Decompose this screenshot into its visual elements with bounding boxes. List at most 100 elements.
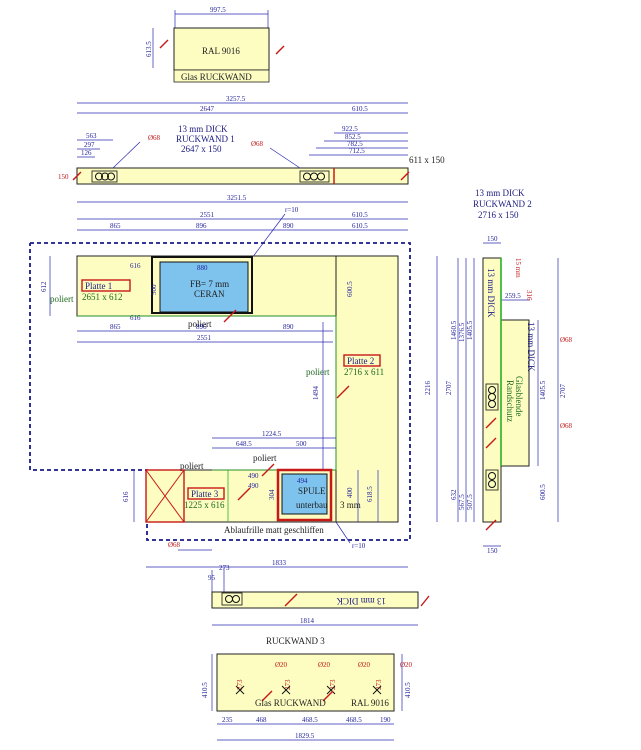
dim-text: 235 <box>222 716 233 724</box>
glass-top-label-glas: Glas RUCKWAND <box>181 72 252 82</box>
dim-text: 1460.5 <box>450 320 458 340</box>
dim-text: 507.5 <box>466 494 474 510</box>
dim-text: 618.5 <box>366 486 374 502</box>
plate-1-label: Platte 1 <box>85 281 112 291</box>
dim-text: 2707 <box>559 384 567 399</box>
sink-label: SPULE <box>298 486 326 496</box>
dim-text: 865 <box>110 323 121 331</box>
dim-text: 616 <box>130 314 141 322</box>
backsplash-2: 13 mm DICK RUCKWAND 2 2716 x 150 150 15 … <box>450 188 573 555</box>
dim-text: 1833 <box>272 559 287 567</box>
hole-label: Ø68 <box>560 336 573 344</box>
dim-text: 600.5 <box>346 281 354 297</box>
dim-text: 865 <box>110 222 121 230</box>
hole-label: Ø68 <box>168 541 181 549</box>
sink-sub-label: unterbau <box>296 500 328 510</box>
backsplash2-size: 2716 x 150 <box>478 210 519 220</box>
dim-text: 896 <box>196 323 207 331</box>
dim-text: 126 <box>81 149 92 157</box>
hole-label: Ø68 <box>148 134 161 142</box>
dim-text: 273 <box>236 679 244 690</box>
hole-label: Ø20 <box>358 661 371 669</box>
backsplash1-size: 2647 x 150 <box>181 144 222 154</box>
dim-text: 613.5 <box>145 41 153 57</box>
plate-3-label: Platte 3 <box>191 489 219 499</box>
main-plan: 3251.5 2551 610.5 865 896 890 610.5 r=10… <box>29 194 453 568</box>
dim-text: 1224.5 <box>262 430 282 438</box>
dim-text: 304 <box>268 489 276 500</box>
dim-text: 2216 <box>424 381 432 396</box>
dim-text: 922.5 <box>342 125 358 133</box>
backsplash2-thickness-label-2: 13 mm DICK <box>526 322 536 372</box>
hole-label: Ø20 <box>318 661 331 669</box>
dim-text: 468 <box>256 716 267 724</box>
dim-text: 890 <box>283 323 294 331</box>
radius-label: r=10 <box>285 206 299 214</box>
backsplash-1: 3257.5 2647 610.5 13 mm DICK RUCKWAND 1 … <box>58 95 445 185</box>
dim-text: 1829.5 <box>295 732 315 740</box>
hob-label: FB= 7 mm <box>190 279 229 289</box>
backsplash1-slab <box>76 167 409 185</box>
dim-text: 273 <box>219 564 230 572</box>
sink-thickness: 3 mm <box>340 500 361 510</box>
backsplash1-side-size: 611 x 150 <box>409 155 445 165</box>
backsplash2-thickness-label: 13 mm DICK <box>486 268 496 318</box>
backsplash1-title: 13 mm DICK <box>178 124 228 134</box>
poliert-label-3: poliert <box>306 367 330 377</box>
dim-text: 273 <box>284 679 292 690</box>
poliert-label-4: poliert <box>253 453 277 463</box>
dim-text: 600.5 <box>539 484 547 500</box>
hole-label: Ø20 <box>400 661 413 669</box>
glass-rear-slab <box>216 653 395 712</box>
dim-text: 567.5 <box>458 494 466 510</box>
glass-rear-label-ral: RAL 9016 <box>351 698 389 708</box>
backsplash-lower: Ø68 273 95 13 mm DICK 1814 <box>168 541 430 626</box>
dim-text: 410.5 <box>404 682 412 698</box>
dim-text: 468.5 <box>346 716 362 724</box>
dim-text: 468.5 <box>302 716 318 724</box>
glass-rear-title: RUCKWAND 3 <box>266 636 325 646</box>
dim-text: 648.5 <box>236 440 252 448</box>
dim-text: 1405.5 <box>466 320 474 340</box>
plate-2-label: Platte 2 <box>347 356 374 366</box>
glass-top-label-ral: RAL 9016 <box>202 46 240 56</box>
dim-text: 2707 <box>445 381 453 396</box>
plate-3-size: 1225 x 616 <box>184 500 225 510</box>
dim-text: 400 <box>346 487 354 498</box>
sink <box>281 473 328 515</box>
poliert-label-2: poliert <box>188 319 212 329</box>
dim-text: 610.5 <box>352 222 368 230</box>
dim-text: 1376.5 <box>458 322 466 342</box>
dim-text: 997.5 <box>210 6 226 14</box>
dim-text: 150 <box>58 173 69 181</box>
backsplash2-extension <box>500 319 530 467</box>
plate-2-size: 2716 x 611 <box>344 367 384 377</box>
hole-label: Ø20 <box>275 661 288 669</box>
backsplash2-title: 13 mm DICK <box>475 188 525 198</box>
dim-text: 494 <box>297 477 308 485</box>
dim-text: 890 <box>283 222 294 230</box>
dim-text: 896 <box>196 222 207 230</box>
dim-text: 500 <box>150 284 158 295</box>
poliert-label-5: poliert <box>180 461 204 471</box>
dim-text: 852.5 <box>345 133 361 141</box>
cabinet-outline <box>29 242 411 541</box>
plate-1-size: 2651 x 612 <box>82 292 123 302</box>
hole-label: Ø68 <box>251 140 264 148</box>
dim-text: 259.5 <box>505 292 521 300</box>
dim-text: 612 <box>40 281 48 292</box>
glass-top-slab <box>173 27 270 71</box>
dim-text: 563 <box>86 132 97 140</box>
dim-text: 2551 <box>197 334 212 342</box>
dim-text: 273 <box>329 679 337 690</box>
dim-text: 316 <box>525 290 533 301</box>
glass-rear-panel: RUCKWAND 3 Ø20 Ø20 Ø20 Ø20 273 273 273 2… <box>201 636 413 741</box>
backsplash-lower-label: 13 mm DICK <box>336 596 386 606</box>
dim-text: 616 <box>122 491 130 502</box>
dim-text: 1494 <box>312 386 320 401</box>
dim-text: 632 <box>450 489 458 500</box>
dim-text: 2647 <box>200 105 215 113</box>
poliert-label: poliert <box>50 294 74 304</box>
dim-text: 490 <box>248 472 259 480</box>
